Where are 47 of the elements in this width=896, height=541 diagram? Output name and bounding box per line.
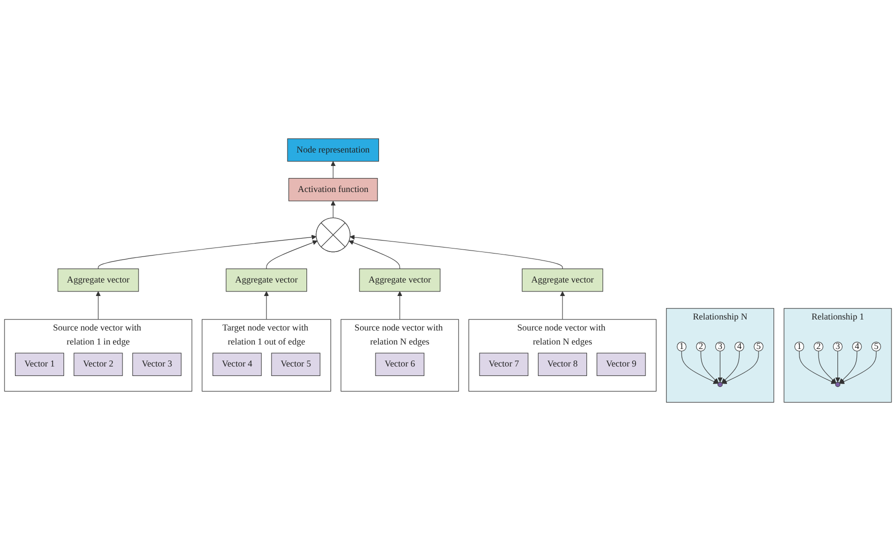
arrow — [330, 161, 336, 179]
node-circle: 5 — [871, 342, 882, 352]
node-circle: 4 — [852, 342, 862, 352]
arrow — [98, 234, 316, 270]
arrow — [264, 291, 269, 320]
arrow — [818, 350, 836, 384]
node-circle: 2 — [696, 342, 706, 352]
node-circle: 5 — [754, 342, 764, 352]
arrow — [350, 234, 563, 270]
arrow — [397, 291, 402, 320]
node-box: Vector 1 — [14, 352, 64, 376]
node-box: Vector 7 — [479, 352, 528, 376]
node-circle — [718, 382, 723, 388]
arrow — [718, 350, 723, 382]
node-box: Node representation — [287, 138, 379, 162]
arrow — [799, 350, 836, 384]
arrow — [560, 291, 565, 320]
arrow — [722, 350, 740, 384]
node-box: Activation function — [288, 178, 378, 202]
node-box: Aggregate vector — [58, 268, 139, 292]
node-circle: 1 — [676, 342, 686, 352]
node-box: Vector 4 — [212, 352, 262, 376]
node-box: Vector 5 — [271, 352, 320, 376]
node-circle: 3 — [832, 342, 843, 352]
node-circle: 1 — [794, 342, 804, 352]
node-box: Vector 2 — [74, 352, 123, 376]
node-box: Aggregate vector — [359, 268, 440, 292]
arrow — [348, 240, 400, 270]
arrow — [722, 350, 759, 384]
node-box: Aggregate vector — [226, 268, 308, 292]
node-box: Vector 6 — [375, 352, 424, 376]
node-box: Vector 9 — [596, 352, 646, 376]
arrow — [700, 350, 719, 384]
arrow — [835, 350, 840, 382]
node-box: Aggregate vector — [522, 268, 604, 292]
node-box: Vector 3 — [132, 352, 182, 376]
node-circle: 3 — [715, 342, 725, 352]
arrow — [330, 200, 336, 218]
arrow — [839, 350, 858, 384]
arrow — [266, 240, 318, 270]
node-circle — [835, 382, 840, 388]
node-box: Vector 8 — [538, 352, 588, 376]
node-circle: 4 — [734, 342, 744, 352]
arrow — [840, 350, 876, 384]
arrow — [681, 350, 718, 384]
arrow — [96, 291, 101, 320]
node-circle: 2 — [814, 342, 824, 352]
